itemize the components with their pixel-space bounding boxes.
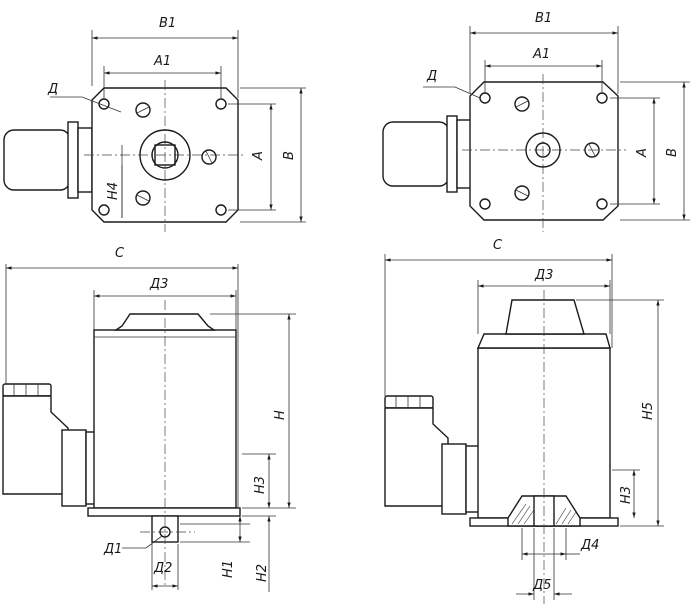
dim-label-H3: H3 [253, 476, 268, 494]
dim-label-D4: Д4 [580, 538, 599, 553]
top-dome-bottom-right [505, 299, 585, 335]
corner-holes-top-left [98, 98, 227, 216]
dim-label-H: H [273, 410, 288, 420]
dim-label-B: B [282, 151, 297, 160]
dim-label-B1-right: B1 [535, 11, 552, 26]
view-top-left: B1 A1 Д A B H4 [3, 16, 306, 232]
dim-label-H1: H1 [221, 560, 236, 578]
view-top-right: B1 A1 Д A B [382, 11, 690, 232]
dim-label-A-right: A [635, 148, 650, 158]
dim-label-B1: B1 [159, 16, 176, 31]
screws-top-right [514, 96, 600, 201]
dim-label-H2: H2 [255, 564, 270, 582]
dim-label-A1: A1 [153, 54, 171, 69]
dim-label-D1: Д1 [103, 542, 122, 557]
flange-top-right [469, 81, 619, 221]
dim-label-A1-right: A1 [532, 47, 550, 62]
dim-label-B-right: B [665, 148, 680, 157]
dim-label-D3: Д3 [149, 277, 168, 292]
view-bottom-left: C Д3 H H3 Д1 Д2 H1 H2 [2, 246, 296, 592]
dim-label-C: C [115, 246, 125, 261]
hatching-bottom-right [511, 503, 577, 525]
connector-bottom-left [2, 383, 101, 507]
dim-label-D-right: Д [426, 69, 437, 84]
dim-label-C-right: C [493, 238, 503, 253]
screws-top-left [135, 102, 217, 206]
connector-bottom-right [384, 395, 481, 515]
central-boss-top-right [525, 132, 561, 168]
cable-gland-top-right [382, 115, 474, 193]
dim-label-D2: Д2 [153, 561, 172, 576]
dim-label-H5: H5 [641, 402, 656, 420]
dim-label-D3-right: Д3 [534, 268, 553, 283]
cable-gland-top-left [3, 121, 93, 199]
central-boss-top-left [139, 129, 191, 181]
corner-holes-top-right [479, 92, 608, 210]
dim-label-H4: H4 [106, 182, 121, 200]
view-bottom-right: C Д3 H5 H3 Д4 Д5 [384, 238, 664, 604]
dim-label-D: Д [47, 82, 58, 97]
dim-label-H3-right: H3 [619, 486, 634, 504]
base-plate-bottom-left [87, 507, 241, 517]
dim-label-D5: Д5 [532, 578, 551, 593]
dim-label-A: A [251, 151, 266, 161]
